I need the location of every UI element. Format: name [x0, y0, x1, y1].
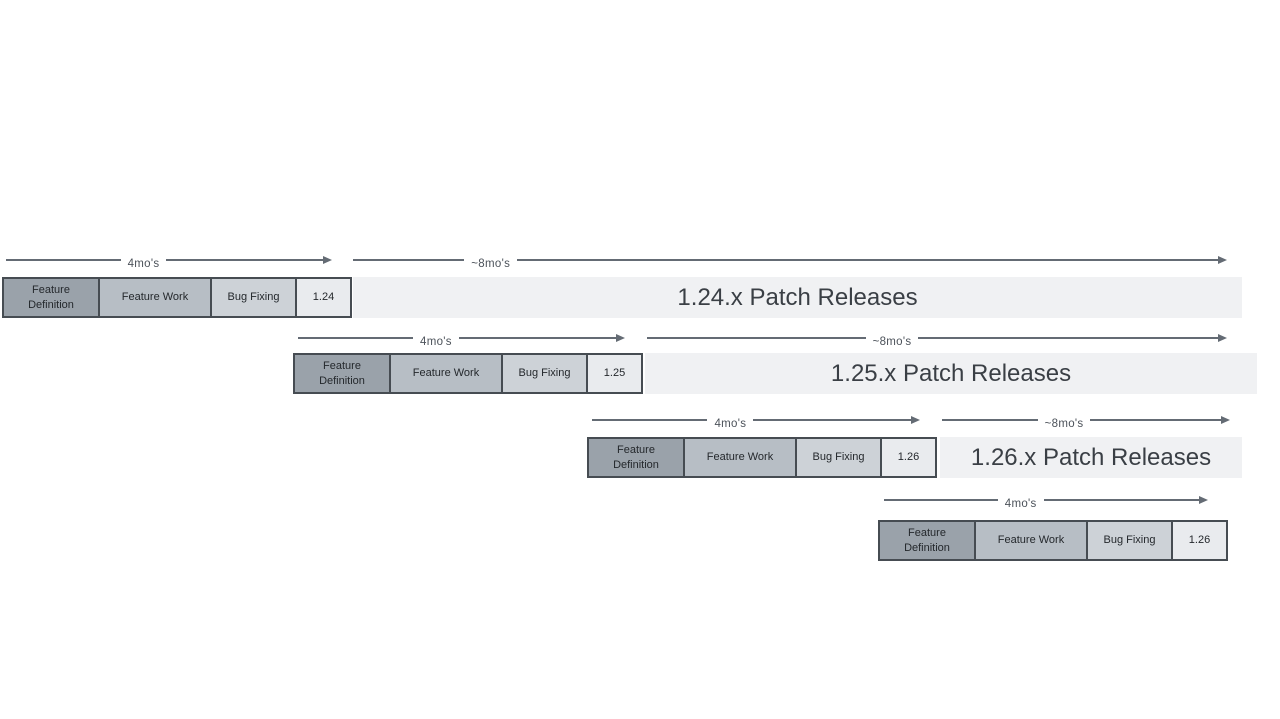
arrowhead-icon [616, 334, 625, 342]
patch-releases-label: 1.26.x Patch Releases [970, 443, 1212, 471]
release-cycle-bar-1.26: Feature Definition Feature Work Bug Fixi… [587, 437, 937, 478]
arrow-line [6, 259, 121, 261]
patch-releases-label: 1.25.x Patch Releases [830, 359, 1072, 387]
arrow-line [942, 419, 1038, 421]
dev-duration-label: 4mo's [420, 336, 452, 348]
phase-feature-work: Feature Work [100, 279, 212, 316]
arrow-line [1090, 419, 1222, 421]
patch-releases-strip-1.25: 1.25.x Patch Releases [645, 353, 1257, 394]
arrowhead-icon [1218, 256, 1227, 264]
phase-feature-definition: Feature Definition [295, 355, 391, 392]
arrowhead-icon [1218, 334, 1227, 342]
phase-feature-definition: Feature Definition [880, 522, 976, 559]
dev-duration-label: 4mo's [127, 258, 160, 270]
arrow-line [647, 337, 866, 339]
arrowhead-icon [323, 256, 332, 264]
arrow-line [884, 499, 998, 501]
patch-releases-label: 1.24.x Patch Releases [677, 283, 918, 311]
version-box: 1.25 [588, 355, 641, 392]
arrow-line [166, 259, 324, 261]
patch-duration-label: ~8mo's [471, 258, 511, 270]
patch-releases-strip-1.24: 1.24.x Patch Releases [353, 277, 1242, 318]
arrowhead-icon [911, 416, 920, 424]
dev-duration-arrow-4: 4mo's [884, 490, 1208, 510]
arrow-line [458, 337, 617, 339]
phase-bug-fixing: Bug Fixing [503, 355, 588, 392]
arrowhead-icon [1221, 416, 1230, 424]
arrow-line [918, 337, 1219, 339]
release-cycle-bar-1.25: Feature Definition Feature Work Bug Fixi… [293, 353, 643, 394]
arrowhead-icon [1199, 496, 1208, 504]
phase-bug-fixing: Bug Fixing [212, 279, 297, 316]
patch-duration-arrow-1: ~8mo's [353, 250, 1227, 270]
dev-duration-arrow-3: 4mo's [592, 410, 920, 430]
phase-feature-work: Feature Work [685, 439, 797, 476]
arrow-line [517, 259, 1219, 261]
phase-bug-fixing: Bug Fixing [797, 439, 882, 476]
phase-feature-work: Feature Work [976, 522, 1088, 559]
dev-duration-label: 4mo's [1004, 498, 1037, 510]
version-box: 1.26 [1173, 522, 1226, 559]
patch-duration-arrow-2: ~8mo's [647, 328, 1227, 348]
patch-duration-label: ~8mo's [872, 336, 912, 348]
phase-feature-definition: Feature Definition [589, 439, 685, 476]
arrow-line [1043, 499, 1200, 501]
version-box: 1.26 [882, 439, 935, 476]
patch-duration-label: ~8mo's [1044, 418, 1084, 430]
dev-duration-arrow-2: 4mo's [298, 328, 625, 348]
arrow-line [592, 419, 708, 421]
arrow-line [298, 337, 414, 339]
phase-feature-definition: Feature Definition [4, 279, 100, 316]
phase-feature-work: Feature Work [391, 355, 503, 392]
arrow-line [353, 259, 465, 261]
release-cycle-bar-next: Feature Definition Feature Work Bug Fixi… [878, 520, 1228, 561]
release-cycle-bar-1.24: Feature Definition Feature Work Bug Fixi… [2, 277, 352, 318]
phase-bug-fixing: Bug Fixing [1088, 522, 1173, 559]
patch-duration-arrow-3: ~8mo's [942, 410, 1230, 430]
arrow-line [753, 419, 912, 421]
patch-releases-strip-1.26: 1.26.x Patch Releases [940, 437, 1242, 478]
dev-duration-arrow-1: 4mo's [6, 250, 332, 270]
dev-duration-label: 4mo's [714, 418, 747, 430]
version-box: 1.24 [297, 279, 350, 316]
